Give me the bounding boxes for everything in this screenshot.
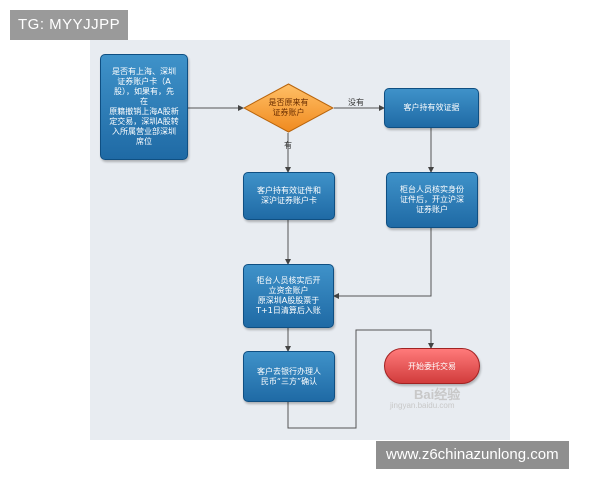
id-tag: TG: MYYJJPP <box>10 10 129 40</box>
edge-bank-to-start <box>287 329 434 429</box>
decision-text: 是否原来有 证券账户 <box>268 98 309 117</box>
box-no-valid-docs: 客户持有效证据 <box>384 88 479 128</box>
box-open-account-text: 柜台人员核实身份 证件后，开立沪深 证券账户 <box>400 185 464 214</box>
label-no: 没有 <box>348 98 364 107</box>
box-no-valid-docs-text: 客户持有效证据 <box>403 103 460 112</box>
box-has-docs: 客户持有效证件和 深沪证券账户卡 <box>243 172 335 220</box>
start-trading-text: 开始委托交易 <box>408 361 456 371</box>
edge-no-bottom-to-open <box>333 228 432 299</box>
decision-diamond: 是否原来有 证券账户 <box>242 83 335 133</box>
box-intro-text: 是否有上海、深圳 证券账户卡（A 股），如果有，先 在 原籍撤销上海A股新 定交… <box>109 67 179 146</box>
start-trading-terminal: 开始委托交易 <box>384 348 480 384</box>
decision-shape <box>242 83 335 133</box>
baidu-logo: Bai经验 <box>414 387 461 402</box>
label-yes: 有 <box>284 141 292 150</box>
box-bank-confirm: 客户去银行办理人 民币“三方”确认 <box>243 351 335 402</box>
box-fund-account: 柜台人员核实后开 立资金账户 原深圳A股股票于 T+1日清算后入账 <box>243 264 334 328</box>
box-open-account: 柜台人员核实身份 证件后，开立沪深 证券账户 <box>386 172 478 228</box>
box-fund-account-text: 柜台人员核实后开 立资金账户 原深圳A股股票于 T+1日清算后入账 <box>256 276 321 315</box>
baidu-url: jingyan.baidu.com <box>390 401 455 410</box>
box-intro: 是否有上海、深圳 证券账户卡（A 股），如果有，先 在 原籍撤销上海A股新 定交… <box>100 54 188 160</box>
box-bank-confirm-text: 客户去银行办理人 民币“三方”确认 <box>257 366 321 386</box>
site-watermark: www.z6chinazunlong.com <box>376 441 569 469</box>
box-has-docs-text: 客户持有效证件和 深沪证券账户卡 <box>257 186 321 205</box>
